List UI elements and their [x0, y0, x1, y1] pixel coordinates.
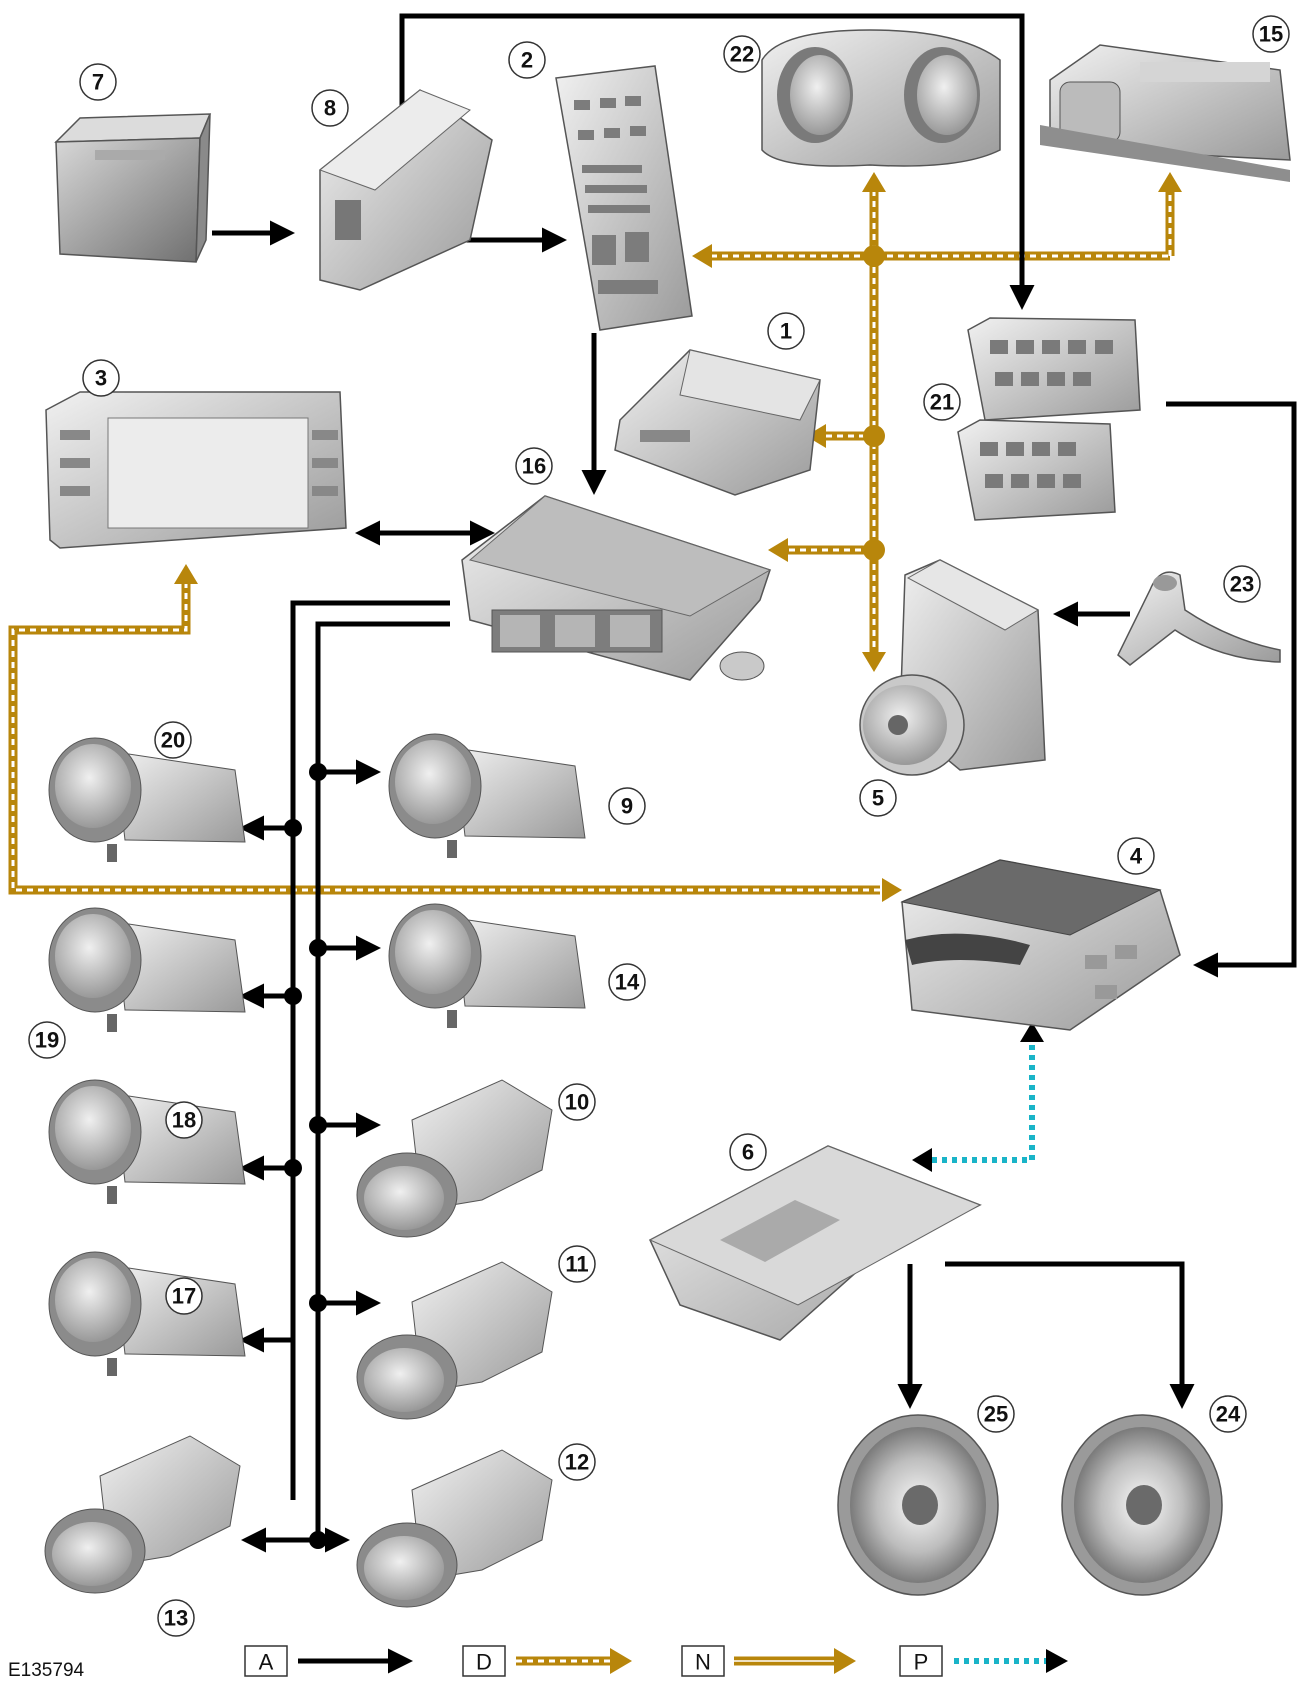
- module-icon: [615, 350, 820, 495]
- legend-key-p: P: [914, 1650, 929, 1675]
- steering-lock-icon: [1040, 45, 1290, 182]
- fuse-box-icon: [556, 66, 692, 330]
- display-module-icon: [46, 392, 346, 548]
- speaker-icon: [838, 1415, 998, 1595]
- instrument-cluster-icon: [762, 30, 1000, 166]
- amplifier-icon: [650, 1146, 980, 1340]
- legend-key-a: A: [259, 1650, 274, 1675]
- audio-module-icon: [902, 860, 1180, 1030]
- figure-reference: E135794: [8, 1660, 85, 1681]
- callout-2-label: 2: [521, 48, 533, 73]
- bus-junctions: [284, 763, 327, 1549]
- parking-sensor-icon: [49, 738, 245, 862]
- callout-17-label: 17: [172, 1284, 196, 1309]
- callout-18-label: 18: [172, 1108, 196, 1133]
- parking-sensor-angled-icon: [45, 1436, 240, 1593]
- abs-module-icon: [860, 560, 1045, 775]
- callout-21-label: 21: [930, 390, 954, 415]
- parking-sensor-icon: [49, 1080, 245, 1204]
- legend: A D N P: [245, 1646, 1068, 1676]
- callout-22-label: 22: [730, 42, 754, 67]
- callout-9-label: 9: [621, 794, 633, 819]
- battery-icon: [56, 114, 210, 262]
- cyan-link: [912, 1022, 1044, 1172]
- speaker-icon: [1062, 1415, 1222, 1595]
- parking-sensor-icon: [389, 904, 585, 1028]
- callout-3-label: 3: [95, 366, 107, 391]
- legend-item-p: P: [900, 1646, 1068, 1676]
- callout-15-label: 15: [1259, 22, 1283, 47]
- callout-23-label: 23: [1230, 572, 1254, 597]
- parking-aid-module-icon: [462, 496, 770, 680]
- callout-13-label: 13: [164, 1606, 188, 1631]
- callout-5-label: 5: [872, 786, 884, 811]
- parking-sensor-angled-icon: [357, 1262, 552, 1419]
- callout-24-label: 24: [1216, 1402, 1241, 1427]
- callout-6-label: 6: [742, 1140, 754, 1165]
- callout-14-label: 14: [615, 970, 640, 995]
- legend-item-d: D: [463, 1646, 632, 1676]
- parking-sensor-icon: [389, 734, 585, 858]
- callout-19-label: 19: [35, 1028, 59, 1053]
- parking-sensor-angled-icon: [357, 1450, 552, 1607]
- parking-sensor-angled-icon: [357, 1080, 552, 1237]
- parking-sensor-icon: [49, 908, 245, 1032]
- callout-1-label: 1: [780, 319, 792, 344]
- junction-box-icon: [320, 90, 492, 290]
- parking-sensor-icon: [49, 1252, 245, 1376]
- legend-key-n: N: [695, 1650, 711, 1675]
- relay-box-icon: [958, 318, 1140, 520]
- callout-7-label: 7: [92, 70, 104, 95]
- legend-key-d: D: [476, 1650, 492, 1675]
- callout-25-label: 25: [984, 1402, 1008, 1427]
- callout-12-label: 12: [565, 1450, 589, 1475]
- callout-11-label: 11: [565, 1252, 588, 1277]
- legend-item-a: A: [245, 1646, 408, 1676]
- legend-item-n: N: [682, 1646, 856, 1676]
- callout-8-label: 8: [324, 96, 336, 121]
- callout-16-label: 16: [522, 454, 546, 479]
- callout-10-label: 10: [565, 1090, 589, 1115]
- callout-4-label: 4: [1130, 844, 1143, 869]
- callout-20-label: 20: [161, 728, 185, 753]
